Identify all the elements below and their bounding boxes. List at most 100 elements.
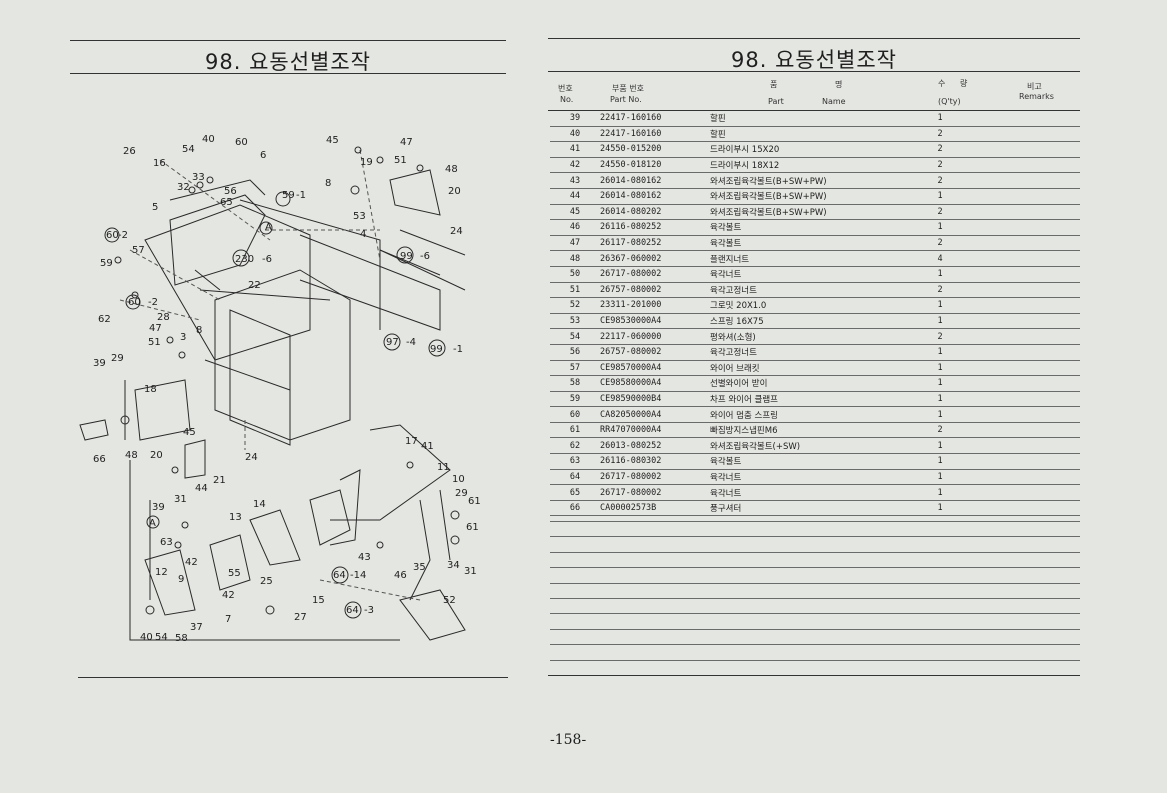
remarks: [970, 328, 1080, 345]
svg-text:26: 26: [123, 146, 136, 157]
blank-line: [550, 567, 1080, 569]
remarks: [970, 235, 1080, 252]
row-number: 53: [550, 313, 600, 330]
row-number: 58: [550, 375, 600, 392]
svg-text:51: 51: [394, 155, 407, 166]
svg-text:45: 45: [183, 427, 196, 438]
row-number: 39: [550, 111, 600, 127]
svg-text:17: 17: [405, 436, 418, 447]
svg-text:62: 62: [98, 314, 111, 325]
remarks: [970, 422, 1080, 439]
remarks: [970, 500, 1080, 517]
header-name-en-2: Name: [822, 97, 846, 106]
header-qty-ko-1: 수: [938, 79, 946, 88]
right-page: 98. 요동선별조작 번호 No. 부품 번호 Part No. 품 명 Par…: [540, 0, 1167, 793]
header-qty-en: (Q'ty): [938, 97, 961, 106]
svg-text:44: 44: [195, 483, 208, 494]
svg-text:40: 40: [140, 632, 153, 643]
part-number: CE98580000A4: [600, 375, 710, 392]
left-page-title: 98. 요동선별조작: [205, 50, 371, 74]
row-number: 60: [550, 406, 600, 423]
svg-text:3: 3: [180, 332, 186, 343]
quantity: 2: [910, 126, 970, 143]
part-name: 육각볼트: [710, 219, 910, 236]
remarks: [970, 484, 1080, 501]
part-name: 할핀: [710, 126, 910, 143]
remarks: [970, 453, 1080, 470]
remarks: [970, 282, 1080, 299]
remarks: [970, 344, 1080, 361]
svg-text:60: 60: [235, 137, 248, 148]
quantity: 1: [910, 406, 970, 423]
part-number: 22417-160160: [600, 111, 710, 127]
svg-text:21: 21: [213, 475, 226, 486]
svg-text:57: 57: [132, 245, 145, 256]
left-page: 98. 요동선별조작: [0, 0, 520, 793]
blank-line: [550, 598, 1080, 599]
svg-text:61: 61: [466, 522, 479, 533]
remarks: [970, 266, 1080, 283]
svg-text:15: 15: [312, 595, 325, 606]
blank-line: [550, 628, 1080, 630]
svg-text:37: 37: [190, 622, 203, 633]
svg-text:A: A: [265, 222, 272, 233]
diagram-hardware: [114, 146, 460, 615]
part-name: 빠짐방지스냅핀M6: [710, 422, 910, 439]
page-number: -158-: [550, 732, 587, 748]
svg-text:8: 8: [325, 178, 331, 189]
row-number: 63: [550, 453, 600, 470]
part-number: CE98570000A4: [600, 360, 710, 377]
svg-text:39: 39: [152, 502, 165, 513]
svg-text:33: 33: [192, 172, 205, 183]
right-title-rule: [548, 71, 1080, 72]
part-number: 22417-160160: [600, 126, 710, 143]
part-number: 26717-080002: [600, 484, 710, 501]
blank-line: [550, 659, 1080, 661]
part-name: 와셔조립육각볼트(B+SW+PW): [710, 204, 910, 221]
svg-text:48: 48: [445, 164, 458, 175]
header-part-en: Part No.: [610, 95, 642, 104]
quantity: 1: [910, 375, 970, 392]
part-name: 할핀: [710, 111, 910, 127]
part-number: 23311-201000: [600, 297, 710, 314]
row-number: 50: [550, 266, 600, 283]
remarks: [970, 469, 1080, 486]
row-number: 54: [550, 328, 600, 345]
header-name-ko-2: 명: [835, 80, 843, 89]
part-name: 와셔조립육각볼트(B+SW+PW): [710, 172, 910, 189]
part-name: 육각너트: [710, 469, 910, 486]
header-name-ko-1: 품: [770, 80, 778, 89]
header-remarks-ko: 비고: [1027, 82, 1042, 91]
part-name: 풍구셔터: [710, 500, 910, 517]
blank-line: [550, 613, 1080, 615]
quantity: 2: [910, 141, 970, 158]
row-number: 62: [550, 437, 600, 455]
remarks: [970, 126, 1080, 143]
svg-text:35: 35: [413, 562, 426, 573]
part-number: 26757-080002: [600, 344, 710, 361]
row-number: 56: [550, 344, 600, 361]
svg-text:18: 18: [144, 384, 157, 395]
right-page-title: 98. 요동선별조작: [731, 48, 897, 72]
header-qty-ko-2: 량: [960, 79, 968, 88]
part-name: 선별와이어 받이: [710, 375, 910, 392]
svg-text:19: 19: [360, 157, 373, 168]
part-number: CE98530000A4: [600, 313, 710, 330]
row-number: 43: [550, 172, 600, 189]
quantity: 1: [910, 297, 970, 314]
remarks: [970, 391, 1080, 408]
